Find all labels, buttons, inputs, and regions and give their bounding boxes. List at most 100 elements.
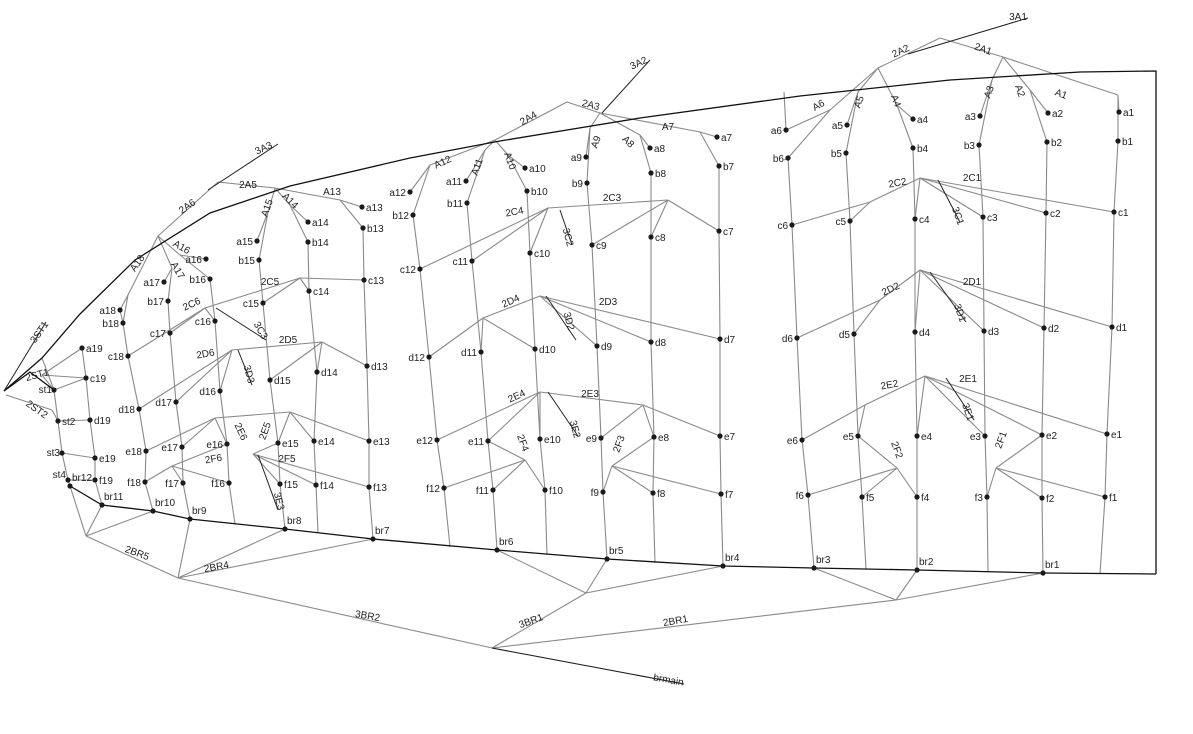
vein-segment xyxy=(611,465,654,494)
vein-segment xyxy=(209,278,216,322)
branch-label: 2A3 xyxy=(581,98,601,113)
vein-point-a17 xyxy=(161,279,167,285)
vein-segment xyxy=(289,411,370,442)
branch-axis xyxy=(929,271,967,323)
branch-axis xyxy=(601,59,651,114)
vein-segment xyxy=(428,317,484,358)
branch-label: 2C5 xyxy=(261,277,280,288)
vein-segment xyxy=(586,182,593,246)
vein-point-a13 xyxy=(359,204,365,210)
point-label: b16 xyxy=(189,275,206,286)
vein-segment xyxy=(787,109,831,159)
vein-point-f19 xyxy=(92,477,98,483)
vein-segment xyxy=(539,391,644,406)
vein-segment xyxy=(857,435,863,498)
vein-segment xyxy=(652,436,655,494)
point-label: a5 xyxy=(832,121,844,132)
point-label: f14 xyxy=(320,481,334,492)
branch-label: A7 xyxy=(662,122,675,133)
branch-label: 3D2 xyxy=(561,311,576,332)
vein-segment xyxy=(419,268,430,358)
point-label: f15 xyxy=(284,480,298,491)
branch-label: 3A3 xyxy=(254,140,275,158)
vein-point-br3 xyxy=(811,565,817,571)
vein-segment xyxy=(69,485,87,537)
point-label: a6 xyxy=(771,126,783,137)
vein-segment xyxy=(591,244,598,347)
branch-label: 2ST2 xyxy=(23,399,49,422)
vein-segment xyxy=(279,483,286,530)
branch-label: 2C1 xyxy=(963,173,982,184)
vein-segment xyxy=(226,443,230,484)
vein-segment xyxy=(491,592,587,649)
vein-point-d15 xyxy=(267,377,273,383)
vein-segment xyxy=(262,302,271,381)
vein-segment xyxy=(846,91,859,126)
vein-point-b9 xyxy=(584,180,590,186)
vein-point-d17 xyxy=(173,399,179,405)
point-label: b9 xyxy=(572,179,584,190)
vein-point-d13 xyxy=(364,363,370,369)
vein-segment xyxy=(652,492,656,564)
vein-segment xyxy=(979,79,993,117)
branch-label: 2A6 xyxy=(177,197,198,216)
vein-segment xyxy=(524,459,546,491)
point-label: b7 xyxy=(723,162,735,173)
vein-segment xyxy=(650,341,655,438)
vein-segment xyxy=(169,332,177,403)
vein-point-e11 xyxy=(485,438,491,444)
point-label: e14 xyxy=(318,437,335,448)
vein-point-b10 xyxy=(524,188,530,194)
point-label: e18 xyxy=(125,447,142,458)
vein-segment xyxy=(667,199,720,232)
vein-segment xyxy=(177,528,286,579)
point-label: e6 xyxy=(787,436,799,447)
branch-label: 3C1 xyxy=(949,206,966,227)
vein-point-e3 xyxy=(982,433,988,439)
vein-segment xyxy=(1041,327,1045,436)
vein-segment xyxy=(217,181,276,189)
vein-segment xyxy=(258,211,269,261)
vein-point-d10 xyxy=(532,346,538,352)
vein-segment xyxy=(41,374,87,379)
vein-segment xyxy=(492,459,526,491)
branch-label: 2BR5 xyxy=(123,544,151,563)
vein-segment xyxy=(529,207,549,254)
branch-label: A12 xyxy=(433,154,454,172)
vein-segment xyxy=(171,465,230,484)
point-label: e2 xyxy=(1046,431,1058,442)
point-label: a8 xyxy=(654,144,666,155)
point-label: b15 xyxy=(238,256,255,267)
vein-point-e7 xyxy=(717,433,723,439)
vein-point-br2 xyxy=(914,567,920,573)
vein-segment xyxy=(144,450,147,483)
vein-segment xyxy=(1045,141,1048,214)
vein-point-f9 xyxy=(600,489,606,495)
vein-segment xyxy=(642,404,721,437)
vein-point-e8 xyxy=(651,434,657,440)
point-label: b11 xyxy=(447,199,463,210)
vein-point-b17 xyxy=(165,298,171,304)
vein-segment xyxy=(179,254,211,280)
vein-point-b15 xyxy=(256,257,262,263)
point-label: br4 xyxy=(725,553,740,564)
vein-segment xyxy=(127,235,159,296)
vein-segment xyxy=(829,67,879,111)
vein-segment xyxy=(719,435,722,495)
vein-point-b11 xyxy=(464,200,470,206)
point-label: c11 xyxy=(453,257,469,268)
vein-point-a9 xyxy=(583,154,589,160)
point-label: c19 xyxy=(90,374,107,385)
vein-segment xyxy=(924,375,986,437)
vein-point-f11 xyxy=(490,487,496,493)
vein-segment xyxy=(494,139,509,156)
branch-label: A2 xyxy=(1012,84,1027,100)
point-label: e19 xyxy=(99,454,116,465)
vein-segment xyxy=(801,404,866,441)
branch-label: A18 xyxy=(128,253,147,274)
point-label: e17 xyxy=(161,443,178,454)
point-label: e11 xyxy=(468,437,484,448)
vein-point-f16 xyxy=(226,480,232,486)
vein-point-a5 xyxy=(844,122,850,128)
vein-segment xyxy=(787,157,793,226)
